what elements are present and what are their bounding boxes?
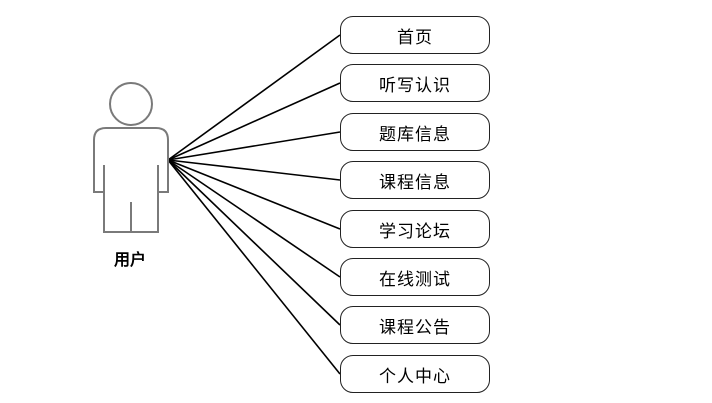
use-case-home[interactable]: 首页 — [340, 16, 490, 54]
actor-head — [109, 82, 153, 126]
actor-body — [93, 127, 169, 233]
association-line — [167, 159, 341, 278]
association-line — [167, 82, 341, 161]
association-lines — [167, 34, 341, 375]
use-case-dictation[interactable]: 听写认识 — [340, 64, 490, 102]
association-line — [167, 159, 341, 375]
use-case-course-info[interactable]: 课程信息 — [340, 161, 490, 199]
association-line — [167, 34, 341, 161]
association-line — [167, 159, 341, 230]
association-line — [167, 159, 341, 181]
use-case-online-test[interactable]: 在线测试 — [340, 258, 490, 296]
association-line — [167, 159, 341, 326]
use-case-question-bank[interactable]: 题库信息 — [340, 113, 490, 151]
use-case-course-notice[interactable]: 课程公告 — [340, 306, 490, 344]
use-case-forum[interactable]: 学习论坛 — [340, 210, 490, 248]
actor-label: 用户 — [113, 250, 146, 269]
association-line — [167, 131, 341, 161]
use-case-personal-center[interactable]: 个人中心 — [340, 355, 490, 393]
person-icon — [93, 82, 169, 233]
